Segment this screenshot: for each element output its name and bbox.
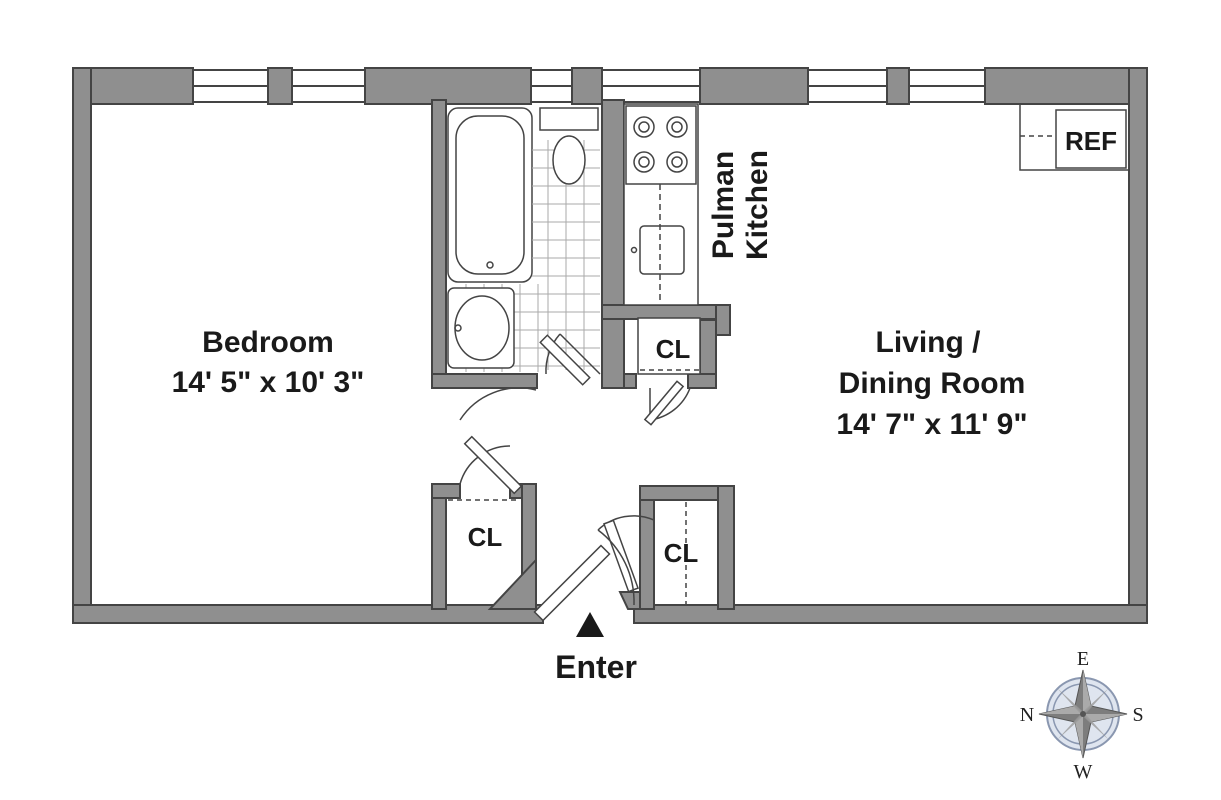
wall-top-pier-2 [364,67,532,105]
kitchen-sink [639,225,685,275]
closet-label-lower-right: CL [664,538,699,568]
toilet-bowl [552,135,586,185]
closet-label-upper: CL [656,334,691,364]
wall-closet-bottom-right [687,373,717,389]
entry-door [533,544,611,622]
wall-top-pier-4 [699,67,809,105]
wall-bath-bottom-left [431,373,538,389]
living-name-line2: Dining Room [839,367,1026,400]
bathtub [447,107,533,283]
toilet-tank [539,107,599,131]
wall-bedroom-bath [431,99,447,389]
wall-bottom-left [72,604,544,624]
interior-walls [431,99,735,610]
bathroom-sink [447,287,515,369]
hall-door-swing [459,387,537,421]
wall-closet-lr-corner [618,591,641,610]
kitchen-fixtures [623,103,699,306]
entry-door-swing [597,529,635,606]
closet-lr-door-swing [597,515,655,531]
kitchen-label-line1: Pulman [707,151,740,259]
bathroom-fixtures [447,107,601,386]
compass-west: W [1074,761,1093,783]
closet-details [448,317,701,622]
entry-label: Enter [555,649,637,685]
compass-rose-icon [1038,669,1128,759]
bedroom-size: 14' 5" x 10' 3" [172,366,365,399]
closet-ll-door [463,435,523,495]
refrigerator [1019,103,1130,171]
wall-kitchen-bottom [601,304,731,320]
kitchen-label-line2: Kitchen [741,150,774,260]
compass-north: N [1020,704,1034,726]
ref-label: REF [1065,126,1117,156]
compass-south: S [1132,704,1143,726]
wall-top-pier-5 [886,67,910,105]
entry-arrow-icon [576,612,604,637]
wall-bottom-right [633,604,1148,624]
bathroom-door-swing [545,333,601,375]
wall-closet-top-right [715,304,731,336]
wall-closet-lr-right [717,485,735,610]
bathroom-door [539,334,591,386]
wall-top-right [984,67,1148,105]
wall-closet-ll-left [431,483,447,610]
wall-top-pier-3 [571,67,603,105]
wall-right [1128,67,1148,624]
wall-left [72,67,92,624]
living-size: 14' 7" x 11' 9" [836,408,1027,441]
windows [192,69,986,103]
wall-bath-kitchen [601,99,625,389]
closet-label-lower-left: CL [468,522,503,552]
closet-upper [637,317,701,375]
wall-closet-lr-top [639,485,723,501]
wall-top-pier-1 [267,67,293,105]
wall-closet-ll-top-left [431,483,461,499]
wall-closet-lr-left [639,499,655,610]
wall-entry-jamb-left [487,557,537,610]
compass-east: E [1077,648,1089,670]
exterior-walls [72,67,1148,624]
stove [625,105,697,185]
living-name-line1: Living / [876,326,982,359]
bedroom-name: Bedroom [202,326,334,359]
